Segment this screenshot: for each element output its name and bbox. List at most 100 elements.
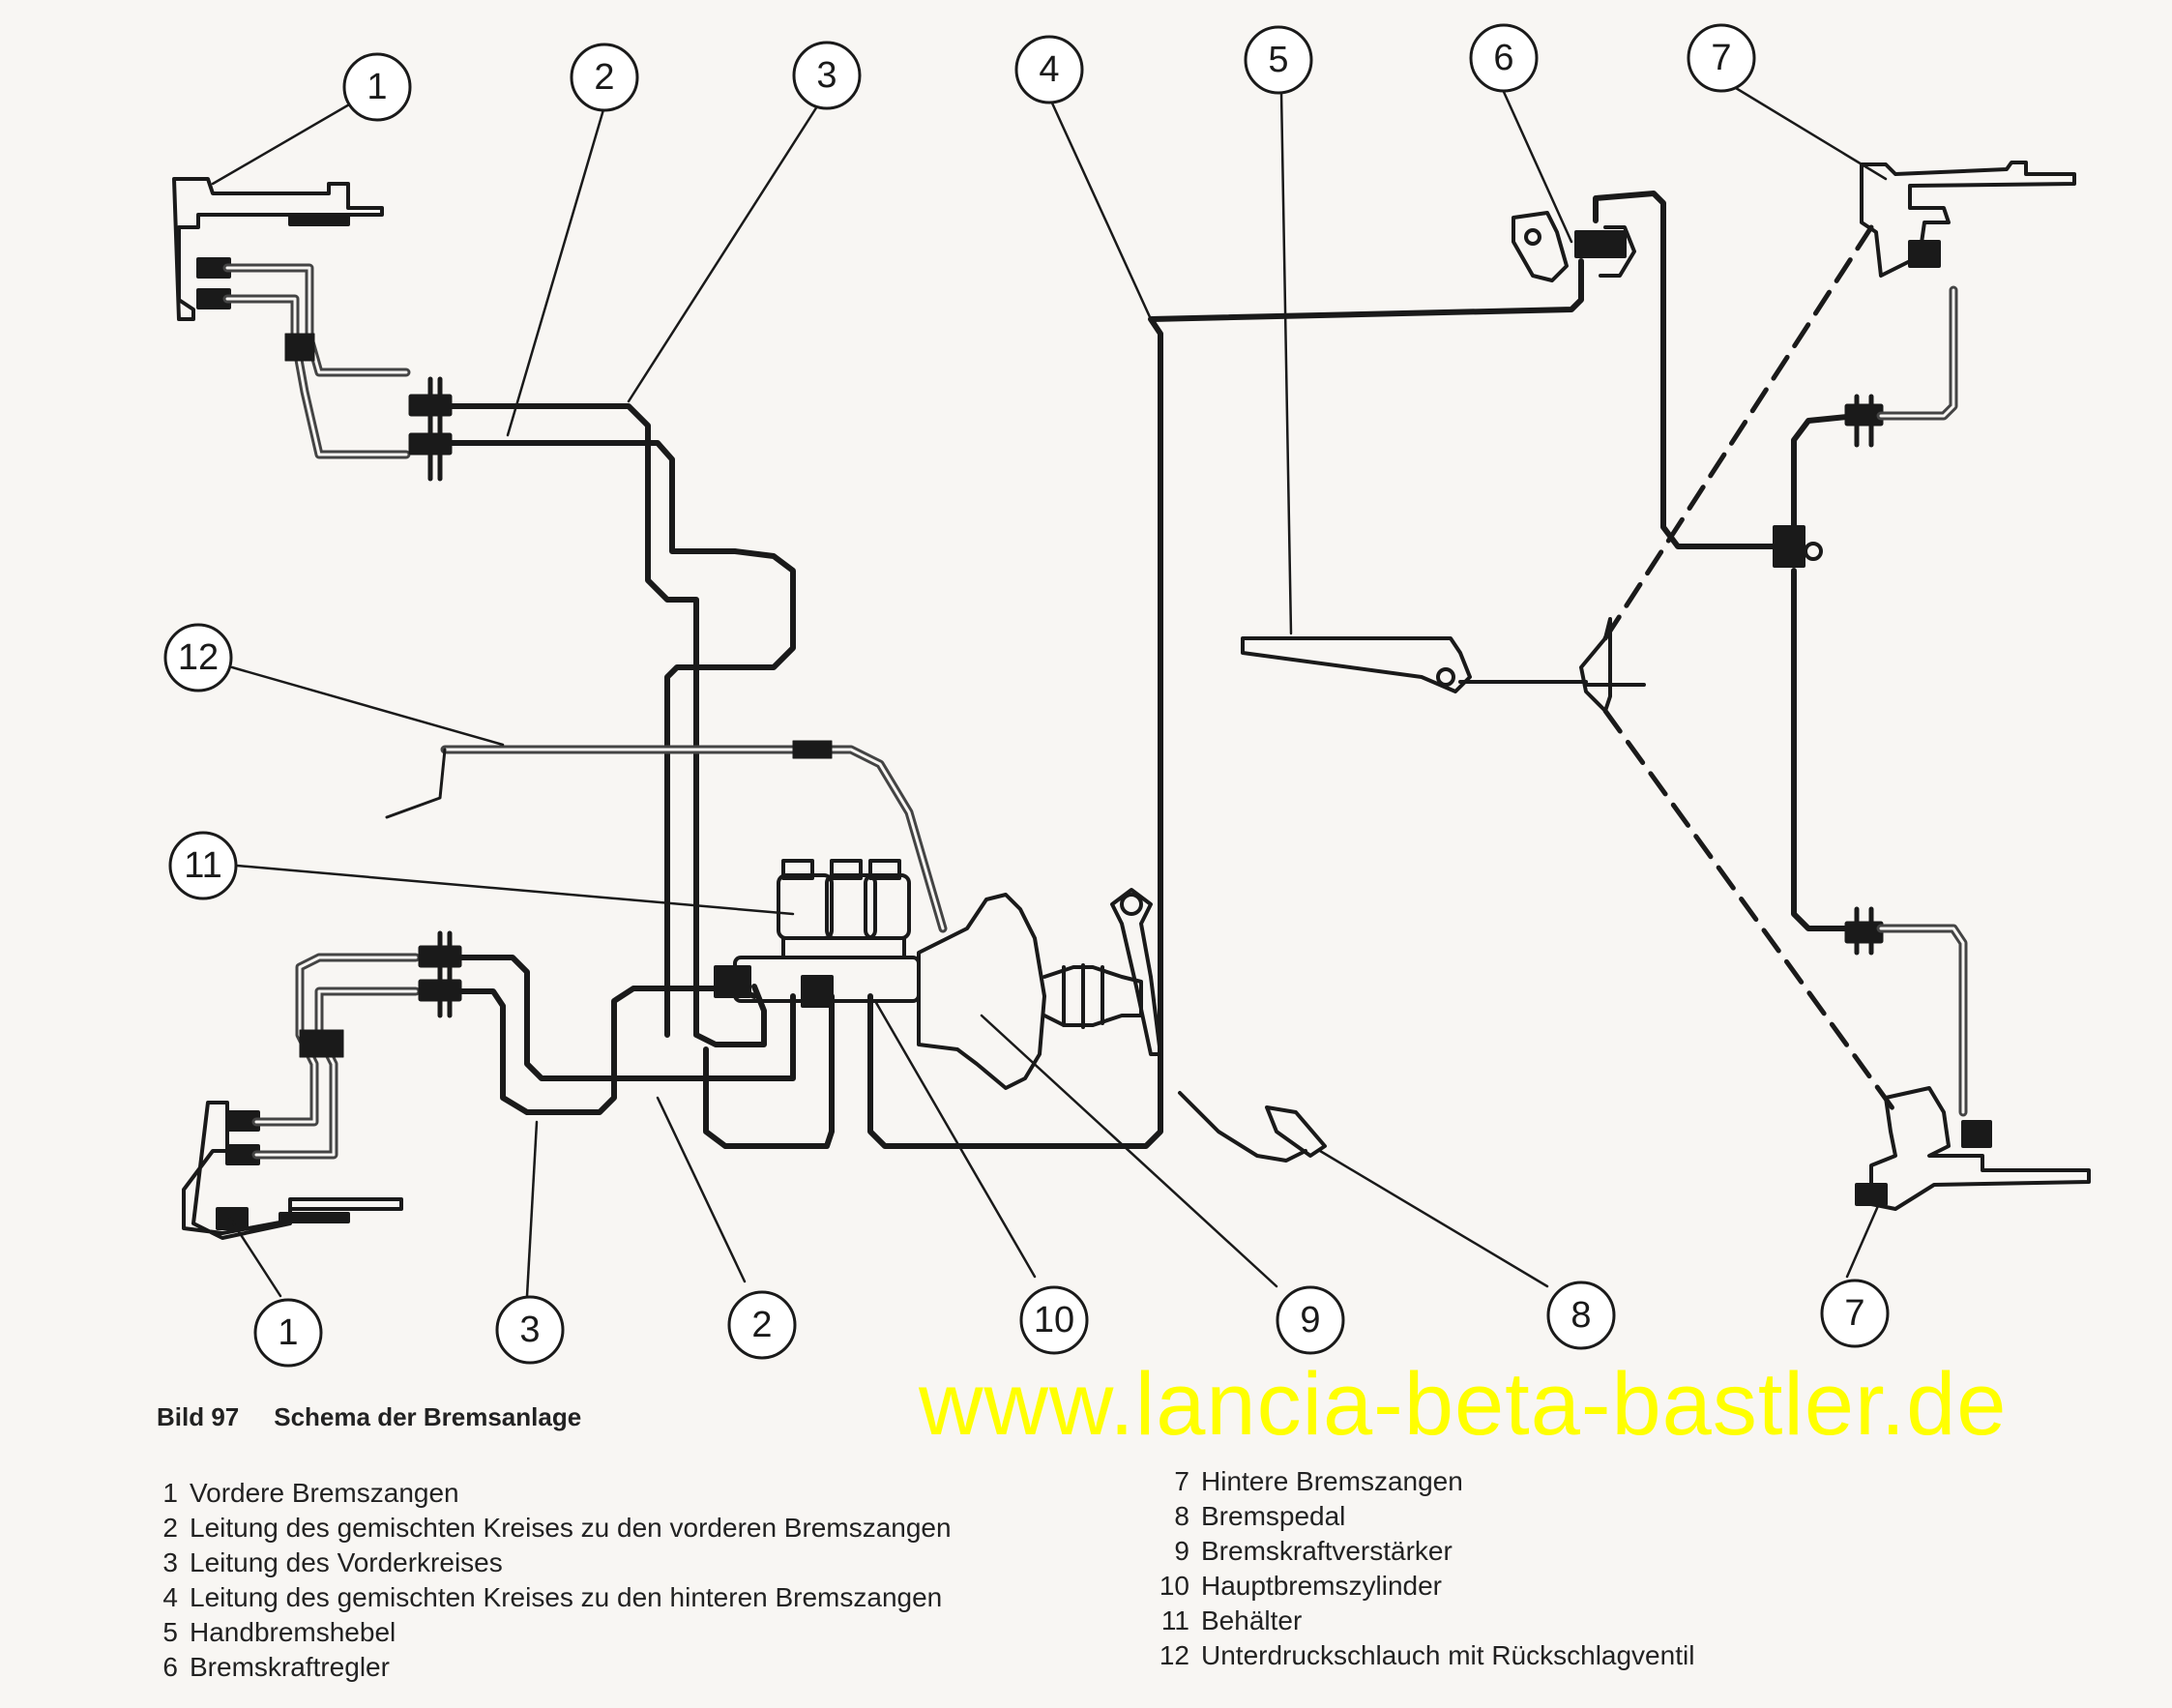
legend-item: 3 Leitung des Vorderkreises — [145, 1546, 952, 1580]
callout-number: 7 — [1711, 38, 1731, 78]
callout-number: 3 — [816, 55, 837, 96]
callout-number: 9 — [1300, 1300, 1320, 1340]
legend-number: 6 — [162, 1652, 178, 1682]
legend-number: 5 — [162, 1617, 178, 1647]
legend-number: 7 — [1174, 1466, 1189, 1496]
callout-2-top — [570, 43, 639, 112]
vacuum-hose — [385, 740, 948, 933]
figure-title: Schema der Bremsanlage — [274, 1402, 582, 1431]
legend-text: Leitung des Vorderkreises — [190, 1547, 503, 1577]
legend-number: 11 — [1160, 1605, 1189, 1635]
callout-3-bottom — [495, 1295, 565, 1365]
rear-t-piece — [1773, 525, 1823, 568]
line-rear-axle-lower — [1791, 568, 1860, 931]
legend-number: 9 — [1174, 1536, 1189, 1566]
figure-caption: Bild 97 Schema der Bremsanlage — [157, 1402, 581, 1432]
legend-item: 4 Leitung des gemischten Kreises zu den h… — [145, 1580, 952, 1615]
callout-number: 11 — [184, 845, 221, 886]
legend-item: 8 Bremspedal — [1157, 1499, 1694, 1534]
callout-number: 3 — [519, 1310, 540, 1350]
top-pipe-clip — [284, 333, 315, 362]
callout-5 — [1244, 25, 1313, 95]
callout-9 — [1276, 1285, 1345, 1355]
brake-force-regulator — [1512, 211, 1636, 282]
callout-10 — [1019, 1285, 1089, 1355]
rear-upper-fitting — [1844, 394, 1884, 448]
legend-text: Handbremshebel — [190, 1617, 396, 1647]
legend-number: 3 — [162, 1547, 178, 1577]
legend-item: 6 Bremskraftregler — [145, 1650, 952, 1685]
legend-item: 11 Behälter — [1157, 1604, 1694, 1638]
legend-item: 10 Hauptbremszylinder — [1157, 1569, 1694, 1604]
handbrake-lever — [1241, 617, 1646, 713]
callout-number: 1 — [278, 1312, 298, 1353]
front-left-caliper-top — [172, 177, 384, 321]
callout-6 — [1469, 23, 1539, 93]
line-master-loop — [703, 993, 835, 1149]
line-3-lower — [456, 955, 796, 1081]
figure-number: Bild 97 — [157, 1402, 240, 1431]
bottom-bulkhead-fitting — [418, 930, 462, 1018]
leader-lines — [211, 80, 1888, 1298]
legend-text: Behälter — [1201, 1605, 1303, 1635]
brake-booster — [917, 893, 1143, 1090]
fluid-reservoirs — [777, 859, 911, 959]
legend-item: 2 Leitung des gemischten Kreises zu den v… — [145, 1511, 952, 1546]
legend-text: Leitung des gemischten Kreises zu den hi… — [190, 1582, 943, 1612]
callout-7-top — [1687, 23, 1756, 93]
legend-item: 5 Handbremshebel — [145, 1615, 952, 1650]
legend-text: Hintere Bremszangen — [1201, 1466, 1463, 1496]
legend-text: Leitung des gemischten Kreises zu den vo… — [190, 1513, 952, 1543]
rear-lower-pipe — [1876, 924, 1968, 1117]
legend-number: 1 — [162, 1478, 178, 1508]
top-bulkhead-fitting — [408, 376, 453, 482]
callout-12 — [163, 623, 233, 692]
callout-number: 6 — [1493, 38, 1513, 78]
rear-upper-pipe — [1876, 285, 1958, 421]
callout-1-top — [342, 52, 412, 122]
callout-3-top — [792, 41, 862, 110]
callout-circles — [163, 23, 1890, 1368]
line-4-rear — [867, 258, 1584, 1149]
callout-number: 2 — [751, 1305, 772, 1345]
callout-number: 7 — [1844, 1293, 1864, 1334]
legend-number: 8 — [1174, 1501, 1189, 1531]
callout-2-bottom — [727, 1290, 797, 1360]
legend-item: 1 Vordere Bremszangen — [145, 1476, 952, 1511]
handbrake-cables — [1602, 224, 1898, 1115]
legend-text: Unterdruckschlauch mit Rückschlagventil — [1201, 1640, 1695, 1670]
callout-11 — [168, 831, 238, 900]
legend-number: 10 — [1159, 1571, 1189, 1601]
callout-number: 2 — [594, 57, 614, 98]
callout-number: 12 — [178, 637, 219, 678]
legend-item: 7 Hintere Bremszangen — [1157, 1464, 1694, 1499]
brake-pedal — [1110, 888, 1327, 1163]
legend-text: Vordere Bremszangen — [190, 1478, 459, 1508]
callout-number: 8 — [1570, 1295, 1591, 1336]
watermark: www.lancia-beta-bastler.de — [919, 1355, 2008, 1454]
callout-7-bottom — [1820, 1279, 1890, 1348]
legend-text: Hauptbremszylinder — [1201, 1571, 1442, 1601]
callout-1-bottom — [253, 1298, 323, 1368]
line-2-upper — [447, 440, 796, 1038]
callout-8 — [1546, 1281, 1616, 1350]
legend-text: Bremspedal — [1201, 1501, 1346, 1531]
legend-text: Bremskraftregler — [190, 1652, 390, 1682]
callout-number: 1 — [367, 67, 387, 107]
callout-number: 5 — [1268, 40, 1288, 80]
rear-caliper-upper — [1860, 161, 2076, 278]
line-regulator-rear — [1593, 191, 1777, 549]
callout-4 — [1014, 35, 1084, 104]
rear-lower-fitting — [1844, 906, 1884, 956]
legend-number: 2 — [162, 1513, 178, 1543]
legend-number: 4 — [162, 1582, 178, 1612]
line-2-lower — [456, 986, 757, 1115]
line-3-upper — [447, 403, 767, 1047]
callout-number: 4 — [1039, 49, 1059, 90]
